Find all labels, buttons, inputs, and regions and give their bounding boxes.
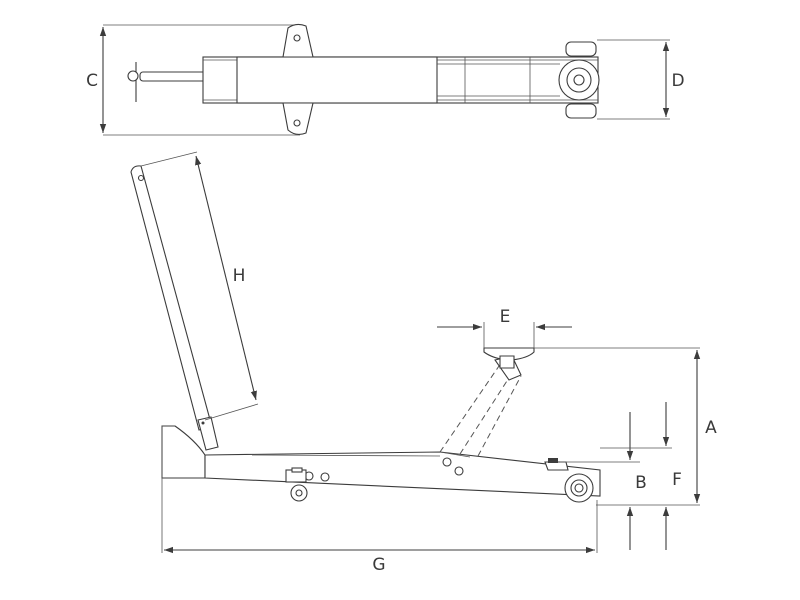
dimension-h — [140, 151, 259, 421]
top-frame — [202, 23, 599, 136]
label-d: D — [671, 71, 684, 91]
label-a: A — [705, 418, 717, 438]
side-saddle — [483, 347, 535, 369]
top-front-wheels — [558, 41, 600, 119]
label-e: E — [500, 307, 511, 327]
label-g: G — [372, 555, 385, 575]
side-rear-caster — [285, 467, 308, 502]
side-view — [130, 151, 701, 554]
dimension-labels: C D H E A B F G — [86, 71, 717, 575]
side-handle — [130, 165, 219, 451]
dimension-a — [534, 347, 701, 506]
dimension-c — [99, 24, 300, 136]
side-lift-arm — [439, 355, 522, 457]
dimension-d — [597, 39, 670, 120]
label-h: H — [233, 266, 246, 286]
side-front-wheel — [544, 458, 594, 503]
dimension-e — [437, 322, 572, 348]
label-f: F — [672, 470, 682, 490]
dimension-b — [560, 412, 640, 550]
label-c: C — [86, 71, 98, 91]
side-chassis — [204, 451, 601, 497]
dimension-f — [600, 402, 672, 550]
top-view — [99, 23, 670, 136]
label-b: B — [635, 473, 647, 493]
dimension-g — [161, 426, 598, 554]
